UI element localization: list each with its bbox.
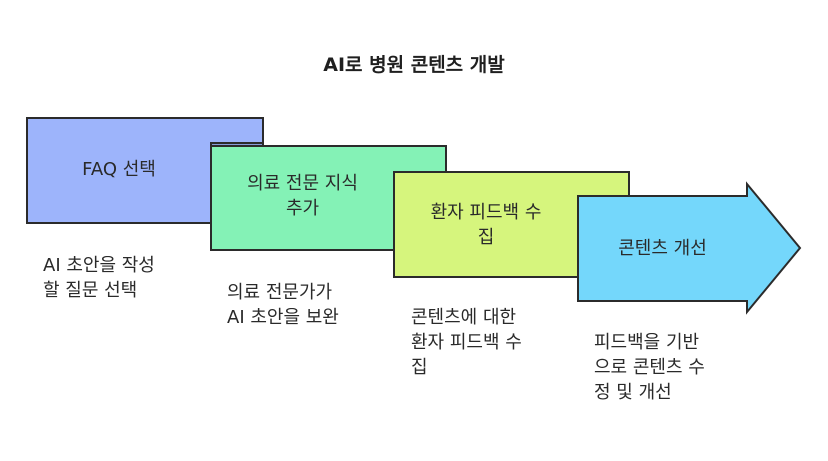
step-1-label-line: FAQ 선택 [82,159,156,180]
step-2-description: 의료 전문가가 AI 초안을 보완 [227,280,339,330]
step-1-box [26,117,264,224]
step-1-description-line: 할 질문 선택 [43,280,138,301]
step-3-label: 환자 피드백 수 집 [394,200,578,250]
step-2-label-line: 의료 전문 지식 [247,173,358,194]
step-3-label-line: 환자 피드백 수 [430,202,542,223]
step-4-description: 피드백을 기반 으로 콘텐츠 수 정 및 개선 [594,330,705,405]
step-1-description-line: AI 초안을 작성 [43,255,155,276]
step-4-label: 콘텐츠 개선 [578,236,747,261]
step-3-description-line: 집 [411,357,428,378]
step-4-description-line: 정 및 개선 [594,382,672,403]
step-4-label-line: 콘텐츠 개선 [618,238,707,259]
step-3-description-line: 콘텐츠에 대한 [411,307,517,328]
step-2-description-line: AI 초안을 보완 [227,307,339,328]
step-4-arrow [577,181,802,315]
step-2-description-line: 의료 전문가가 [227,282,333,303]
step-3-description: 콘텐츠에 대한 환자 피드백 수 집 [411,305,522,380]
step-4-description-line: 피드백을 기반 [594,332,700,353]
step-2-label: 의료 전문 지식 추가 [211,171,394,221]
step-2-label-line: 추가 [285,198,320,219]
step-1-label: FAQ 선택 [27,157,211,182]
step-3-description-line: 환자 피드백 수 [411,332,522,353]
step-3-label-line: 집 [477,227,495,248]
step-4-description-line: 으로 콘텐츠 수 [594,357,705,378]
diagram-title: AI로 병원 콘텐츠 개발 [323,54,505,76]
step-1-description: AI 초안을 작성 할 질문 선택 [43,253,155,303]
